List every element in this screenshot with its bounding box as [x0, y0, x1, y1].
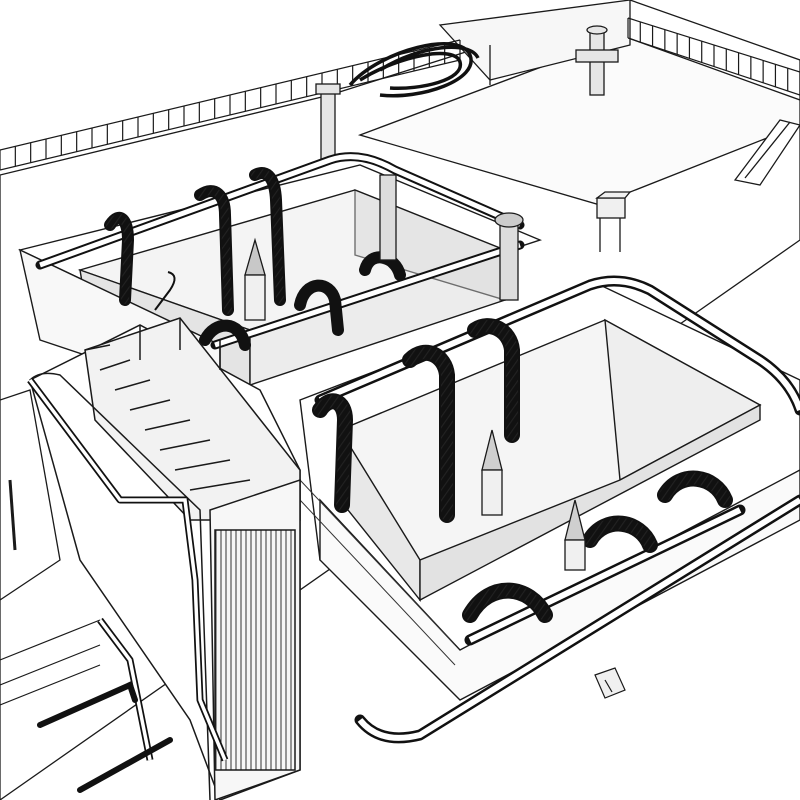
hook-icon — [154, 271, 176, 311]
back-railing-right — [627, 17, 800, 96]
back-tank-pipe-highlight — [39, 154, 522, 348]
roof-vent-stack — [315, 25, 619, 161]
front-tank-cones — [481, 429, 586, 571]
roof-vent-box — [595, 191, 632, 252]
left-wall — [0, 389, 61, 601]
front-tank-hoses-ribs — [314, 320, 731, 621]
hose-coil — [348, 42, 480, 98]
cooling-unit — [29, 317, 301, 800]
cooling-unit-side-pipe-highlight — [28, 378, 227, 761]
back-railing-left — [0, 39, 461, 171]
lower-left-railing — [0, 619, 101, 706]
back-tank-columns — [244, 174, 524, 321]
access-ramp — [733, 119, 800, 186]
back-tank-hoses-ribs — [106, 169, 284, 314]
lower-left-pipes — [37, 680, 173, 793]
floor-junction-box — [594, 667, 626, 699]
front-tank-pipe-highlight — [318, 278, 800, 741]
front-tank-railing — [299, 479, 456, 666]
